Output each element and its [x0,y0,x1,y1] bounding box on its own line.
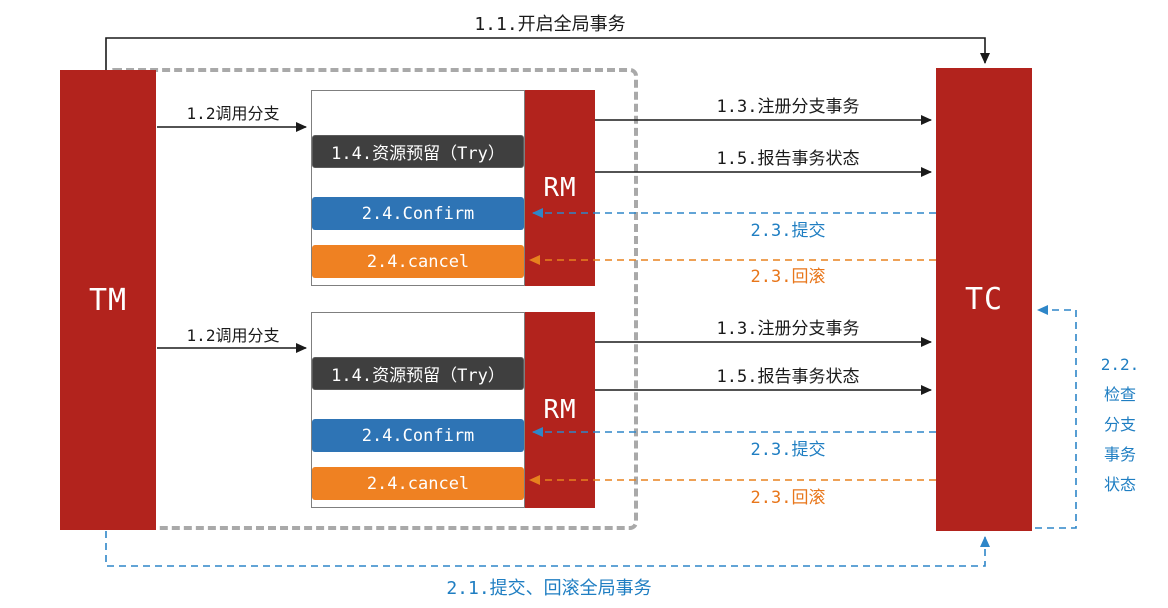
arrow-check-branch-status [1035,305,1077,529]
label-commit-2: 2.3.提交 [750,440,826,460]
label-report-status-1: 1.5.报告事务状态 [716,149,860,169]
label-register-branch-1: 1.3.注册分支事务 [716,97,860,117]
rm-node-1: RM [525,90,595,286]
try-step-1: 1.4.资源预留（Try） [312,135,524,168]
confirm-step-2: 2.4.Confirm [312,419,524,452]
tc-node: TC [936,68,1032,531]
label-call-branch-2: 1.2调用分支 [186,326,280,345]
label-open-global: 1.1.开启全局事务 [474,14,626,35]
try-step-2: 1.4.资源预留（Try） [312,357,524,390]
branch-box-2: 1.4.资源预留（Try） 2.4.Confirm 2.4.cancel [311,312,525,508]
arrow-global-commit-rollback [105,531,990,567]
label-register-branch-2: 1.3.注册分支事务 [716,319,860,339]
label-call-branch-1: 1.2调用分支 [186,104,280,123]
label-rollback-2: 2.3.回滚 [750,488,826,508]
label-commit-1: 2.3.提交 [750,221,826,241]
tm-node-label: TM [88,282,128,318]
confirm-step-1: 2.4.Confirm [312,197,524,230]
cancel-step-2: 2.4.cancel [312,467,524,500]
label-global-commit-rollback: 2.1.提交、回滚全局事务 [446,578,652,599]
cancel-step-1: 2.4.cancel [312,245,524,278]
rm-node-1-label: RM [543,173,577,203]
tm-node: TM [60,70,156,530]
label-check-branch-status: 2.2. 检查 分支 事务 状态 [1100,355,1140,494]
rm-node-2-label: RM [543,395,577,425]
label-rollback-1: 2.3.回滚 [750,267,826,287]
rm-node-2: RM [525,312,595,508]
branch-box-1: 1.4.资源预留（Try） 2.4.Confirm 2.4.cancel [311,90,525,286]
tc-node-label: TC [964,282,1004,317]
arrow-open-global [105,37,990,70]
label-report-status-2: 1.5.报告事务状态 [716,367,860,387]
